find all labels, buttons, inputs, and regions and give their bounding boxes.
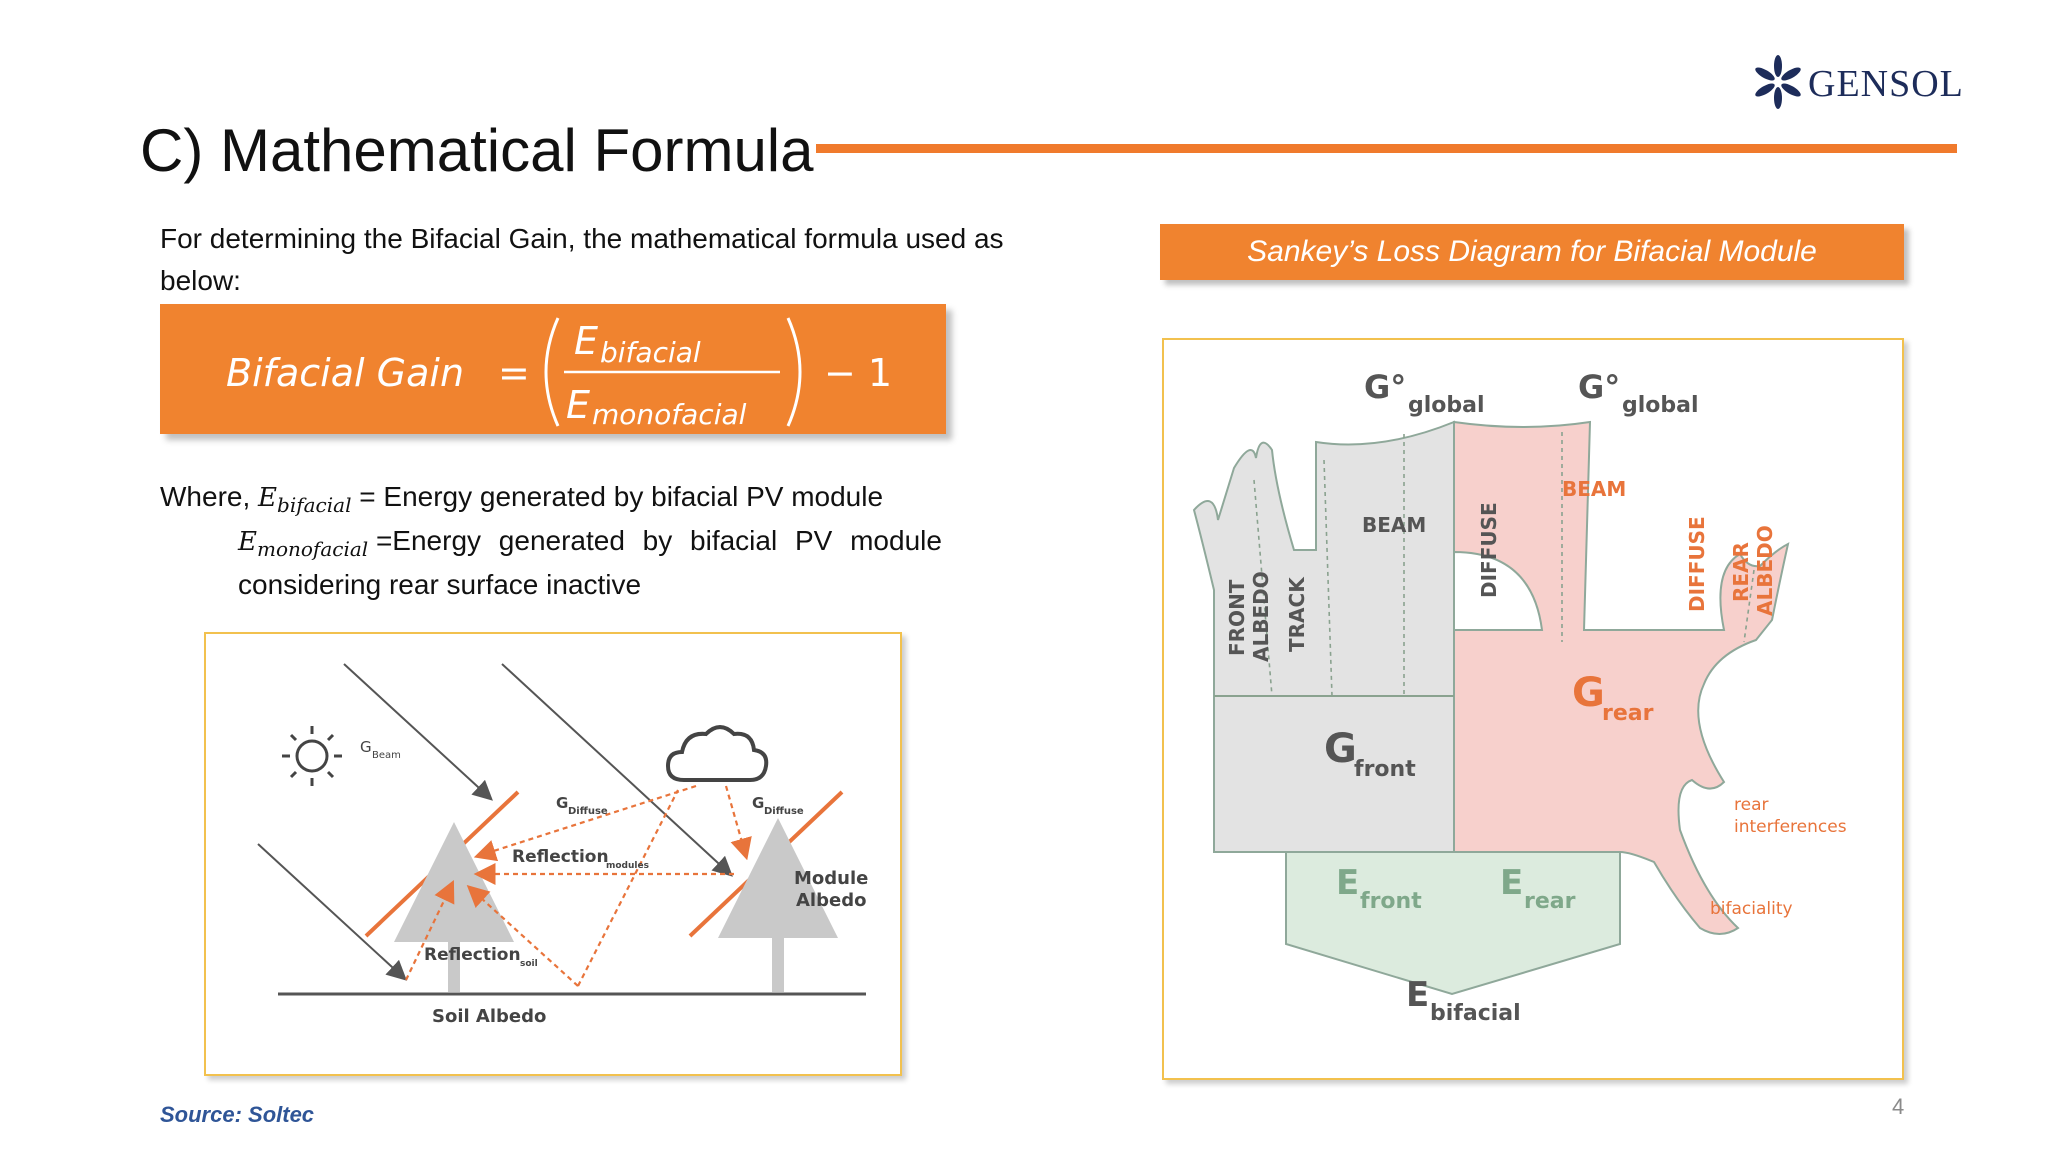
intro-text: For determining the Bifacial Gain, the m… xyxy=(160,223,1004,296)
where-label: Where, xyxy=(160,481,251,512)
formula-num-sub: bifacial xyxy=(600,336,701,369)
e-front-sub: front xyxy=(1360,889,1422,914)
g-global-left-sub: global xyxy=(1408,393,1485,418)
diffuse-arrow-left xyxy=(473,784,697,862)
beam-rear-label: BEAM xyxy=(1562,477,1626,501)
beam-arrow-1 xyxy=(343,663,493,801)
g-diffuse-left-sub: Diffuse xyxy=(568,806,608,817)
rear-irradiance-flow xyxy=(1453,420,1790,935)
reflection-modules-sub: modules xyxy=(606,861,649,871)
formula-equals: = xyxy=(498,351,530,395)
reflection-soil-arrow-3 xyxy=(577,789,679,987)
star-flower-logo-icon xyxy=(1755,55,1801,109)
rear-albedo-label-1: REAR xyxy=(1729,542,1753,602)
diffuse-arrow-right xyxy=(724,785,752,861)
title-accent-rule xyxy=(816,144,1957,153)
g-diffuse-right-label: G xyxy=(752,794,764,812)
rear-interferences-label-2: interferences xyxy=(1734,817,1847,837)
symbol-e-monofacial: Emonofacial xyxy=(238,527,369,562)
diffuse-rear-label: DIFFUSE xyxy=(1685,516,1709,612)
module-albedo-label-2: Albedo xyxy=(796,890,866,911)
definition-bifacial: Where, Ebifacial = Energy generated by b… xyxy=(160,476,883,526)
reflection-soil-arrow-2 xyxy=(466,885,579,987)
module-left xyxy=(364,790,520,938)
slide-title: C) Mathematical Formula xyxy=(140,117,814,184)
definition-equals: = xyxy=(359,481,376,512)
g-global-left-label: G° xyxy=(1364,368,1406,406)
e-bifacial-label: E xyxy=(1406,975,1429,1015)
sankey-svg: G° global G° global FRONT ALBEDO TRACK B… xyxy=(1192,368,1847,1026)
left-paren xyxy=(544,317,560,427)
formula-lhs: Bifacial Gain xyxy=(226,351,464,395)
right-paren xyxy=(786,317,802,427)
g-diffuse-left-label: G xyxy=(556,794,568,812)
e-bifacial-sub: bifacial xyxy=(1430,1001,1521,1026)
bifacial-irradiance-diagram: G Beam G Diffuse G Diffuse Reflect xyxy=(204,632,902,1076)
g-rear-sub: rear xyxy=(1602,701,1654,726)
g-global-right-sub: global xyxy=(1622,393,1699,418)
monofacial-definition-cont: considering rear surface inactive xyxy=(238,569,642,600)
reflection-soil-arrow-1 xyxy=(405,880,455,981)
formula-den-base: E xyxy=(566,383,590,427)
e-front-label: E xyxy=(1336,863,1359,903)
rear-interferences-label-1: rear xyxy=(1734,795,1768,815)
formula-den-sub: monofacial xyxy=(592,398,747,431)
beam-arrow-2 xyxy=(501,663,733,877)
reflection-soil-label: Reflection xyxy=(424,945,521,965)
diffuse-front-label: DIFFUSE xyxy=(1477,502,1501,598)
rear-albedo-label-2: ALBEDO xyxy=(1753,525,1777,616)
front-albedo-label-2: ALBEDO xyxy=(1249,571,1273,662)
definition-equals-2: = xyxy=(375,525,393,556)
sankey-title: Sankey’s Loss Diagram for Bifacial Modul… xyxy=(1160,224,1904,280)
bifacial-definition-text: Energy generated by bifacial PV module xyxy=(383,481,884,512)
beam-arrow-3 xyxy=(257,843,407,981)
definition-monofacial: Emonofacial =Energy generated by bifacia… xyxy=(238,520,942,570)
page-number: 4 xyxy=(1892,1094,1905,1119)
source-note: Source: Soltec xyxy=(160,1102,315,1127)
front-albedo-label-1: FRONT xyxy=(1225,579,1249,656)
g-rear-label: G xyxy=(1572,670,1605,716)
e-rear-sub: rear xyxy=(1524,889,1576,914)
sun-icon xyxy=(282,726,342,786)
g-front-label: G xyxy=(1324,726,1357,772)
track-label: TRACK xyxy=(1285,576,1309,652)
front-irradiance-flow xyxy=(1192,420,1455,853)
g-diffuse-right-sub: Diffuse xyxy=(764,806,804,817)
rear-cutout xyxy=(1453,550,1544,631)
monofacial-definition-text: Energy generated by bifacial PV module xyxy=(392,525,942,556)
soil-albedo-label: Soil Albedo xyxy=(432,1006,546,1027)
reflection-modules-label: Reflection xyxy=(512,847,609,867)
symbol-e-bifacial: Ebifacial xyxy=(258,483,352,518)
reflection-soil-sub: soil xyxy=(520,959,538,969)
g-beam-label: G xyxy=(360,738,372,756)
beam-front-label: BEAM xyxy=(1362,513,1426,537)
bifaciality-label: bifaciality xyxy=(1710,899,1793,919)
irradiance-svg: G Beam G Diffuse G Diffuse Reflect xyxy=(257,663,868,1027)
e-rear-label: E xyxy=(1500,863,1523,903)
g-beam-sub: Beam xyxy=(372,750,401,761)
formula-tail: − 1 xyxy=(824,351,892,395)
cloud-icon xyxy=(665,725,769,782)
formula-svg: Bifacial Gain = E bifacial E monofacial … xyxy=(226,317,892,431)
g-front-sub: front xyxy=(1354,757,1416,782)
g-global-right-label: G° xyxy=(1578,368,1620,406)
module-albedo-label-1: Module xyxy=(794,868,868,889)
formula-num-base: E xyxy=(574,319,598,363)
formula-box: Bifacial Gain = E bifacial E monofacial … xyxy=(160,304,946,434)
brand-name: GENSOL xyxy=(1808,63,1964,105)
brand-logo xyxy=(1752,52,1962,122)
sankey-loss-diagram: G° global G° global FRONT ALBEDO TRACK B… xyxy=(1162,338,1904,1080)
